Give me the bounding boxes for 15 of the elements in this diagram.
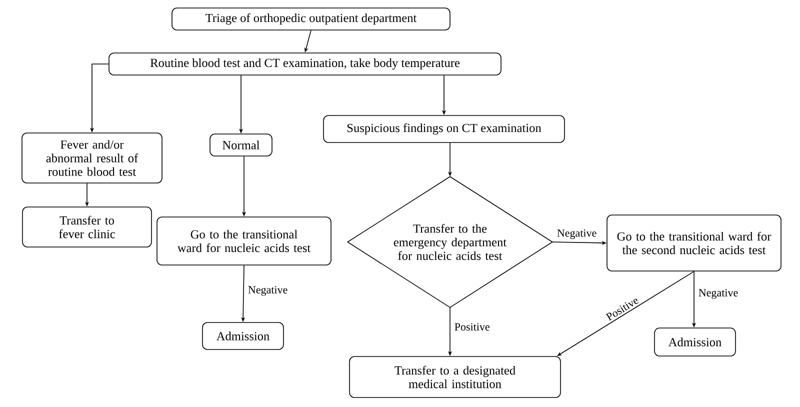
process-box: Fever and/or abnormal result of routine blood test	[22, 132, 162, 184]
process-box: Go to the transitional ward for the second nucleic acids test	[606, 214, 782, 272]
process-box: Normal	[210, 134, 272, 156]
process-box: Transfer to fever clinic	[22, 206, 152, 248]
process-box: Admission	[654, 328, 736, 356]
edge-label: Negative	[556, 228, 598, 240]
edge-label: Positive	[453, 322, 491, 332]
process-box: Transfer to a designated medical institution	[349, 356, 561, 398]
edge-label: Negative	[697, 288, 740, 300]
edge-label: Negative	[246, 285, 289, 297]
process-box: Triage of orthopedic outpatient department	[172, 8, 450, 30]
process-box: Admission	[202, 322, 284, 350]
process-box: Routine blood test and CT examination, take body temperature	[108, 52, 502, 76]
process-box: Suspicious findings on CT examination	[323, 115, 565, 143]
process-box: Go to the transitional ward for nucleic acids test	[156, 216, 332, 266]
